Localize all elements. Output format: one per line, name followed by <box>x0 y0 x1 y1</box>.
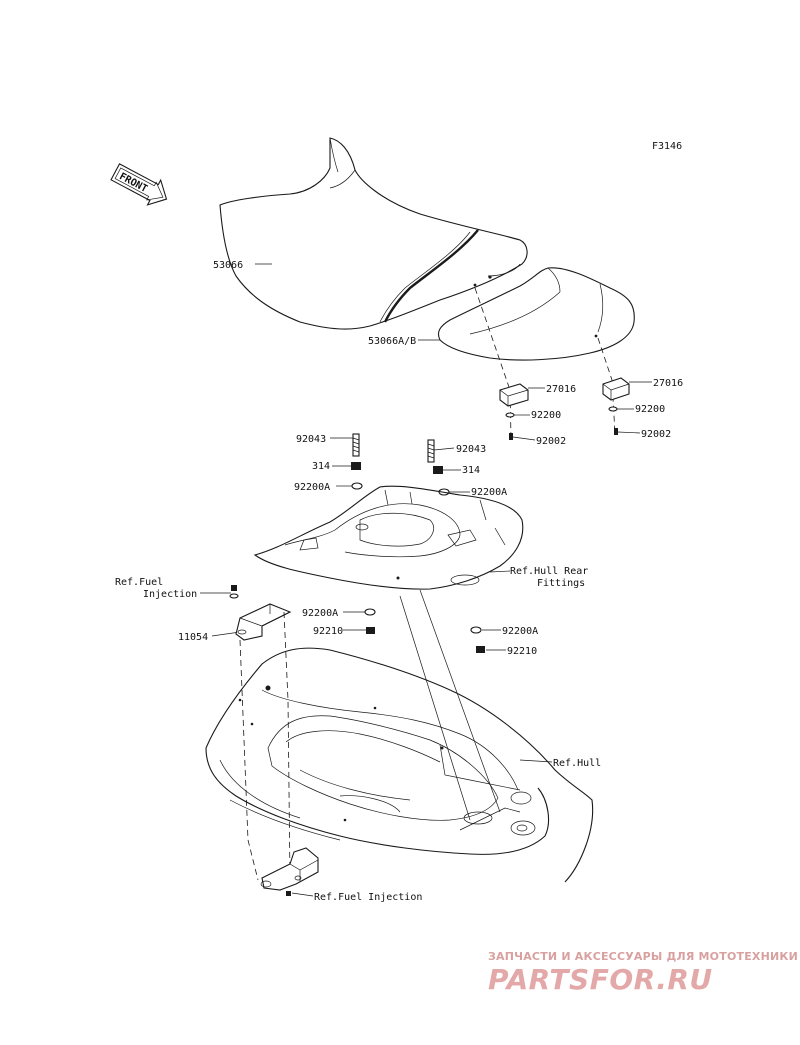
callout-washer-left: 92200 <box>531 410 561 421</box>
callout-stopper-left: 27016 <box>546 384 576 395</box>
callout-nut-center: 92210 <box>313 626 343 637</box>
mount-line-left <box>474 287 512 439</box>
callout-ref-fuel-bottom: Ref.Fuel Injection <box>314 892 422 903</box>
bracket-icon <box>235 603 292 641</box>
watermark-tagline: ЗАПЧАСТИ И АКСЕССУАРЫ ДЛЯ МОТОТЕХНИКИ <box>488 950 798 963</box>
front-seat <box>219 137 528 330</box>
bolt-right-icon <box>614 428 618 435</box>
figure-code: F3146 <box>652 141 682 152</box>
front-arrow-icon: FRONT <box>110 163 168 206</box>
callout-nut-right: 314 <box>462 465 480 476</box>
callout-stud-right: 92043 <box>456 444 486 455</box>
nut-314-left-icon <box>351 462 361 470</box>
callout-washer-a-center: 92200A <box>302 608 338 619</box>
callout-washer-a-right-top: 92200A <box>471 487 507 498</box>
fuel-bracket-bottom-icon <box>260 847 319 896</box>
stopper-right-icon <box>602 377 630 401</box>
washer-a-left-top-icon <box>351 482 363 490</box>
nut-314-right-icon <box>433 466 443 474</box>
washer-right-icon <box>608 406 618 412</box>
callout-ref-hull-rear-1: Ref.Hull Rear <box>510 566 588 577</box>
leader-lines <box>200 263 652 897</box>
seat-base <box>253 485 524 590</box>
callout-bracket: 11054 <box>178 632 208 643</box>
stopper-left-icon <box>499 383 529 407</box>
callout-ref-hull-rear-2: Fittings <box>537 578 585 589</box>
nut-center-icon <box>366 627 375 634</box>
watermark-logo: PARTSFOR.RU <box>488 963 713 996</box>
callout-stud-left: 92043 <box>296 434 326 445</box>
washer-left-icon <box>505 412 515 418</box>
callout-bolt-right: 92002 <box>641 429 671 440</box>
washer-a-right-bottom-icon <box>470 626 482 634</box>
nut-right-bottom-icon <box>476 646 485 653</box>
callout-ref-hull: Ref.Hull <box>553 758 601 769</box>
callout-nut-right-bottom: 92210 <box>507 646 537 657</box>
callout-nut-left: 314 <box>312 461 330 472</box>
callout-washer-a-left-top: 92200A <box>294 482 330 493</box>
stud-right-icon <box>427 439 435 463</box>
rear-seat <box>437 267 635 361</box>
bolt-left-icon <box>509 433 513 440</box>
mount-line-right <box>597 337 616 435</box>
fuel-bolt-top-icon <box>229 585 239 599</box>
callout-ref-fuel-top-1: Ref.Fuel <box>115 577 163 588</box>
callout-washer-right: 92200 <box>635 404 665 415</box>
hull <box>205 647 594 883</box>
callout-ref-fuel-top-2: Injection <box>143 589 197 600</box>
callout-seat-front: 53066 <box>213 260 243 271</box>
callout-bolt-left: 92002 <box>536 436 566 447</box>
stud-left-icon <box>352 433 360 457</box>
callout-washer-a-right-bottom: 92200A <box>502 626 538 637</box>
callout-stopper-right: 27016 <box>653 378 683 389</box>
washer-a-center-icon <box>364 608 376 616</box>
callout-seat-rear: 53066A/B <box>368 336 416 347</box>
